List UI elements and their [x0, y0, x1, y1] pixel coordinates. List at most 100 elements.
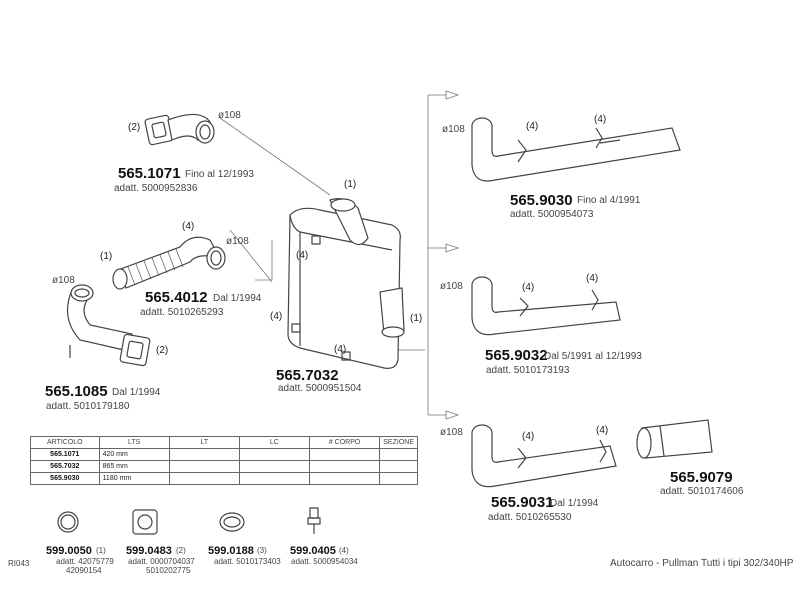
table-row: 565.7032 865 mm: [30, 460, 418, 473]
clamp-icon: [58, 512, 78, 532]
callout-9031-b: (4): [596, 425, 609, 436]
callout-9032-b: (4): [586, 273, 599, 284]
part-565-4012-drawing: [113, 237, 225, 289]
gasket-icon: [133, 510, 157, 534]
part-number-565-9030: 565.9030: [510, 192, 573, 209]
accessory-adatt-2: 42090154: [66, 566, 102, 575]
part-565-9032-drawing: [472, 277, 620, 335]
part-565-9031-drawing: [472, 425, 616, 487]
accessory-adatt: adatt. 0000704037: [128, 557, 195, 566]
part-number-565-9032: 565.9032: [485, 347, 548, 364]
spec-table: ARTICOLO LTS LT LC # CORPO SEZIONE 565.1…: [30, 436, 418, 485]
adatt-565-1071: adatt. 5000952836: [114, 183, 198, 194]
callout-9032-a: (4): [522, 282, 535, 293]
callout-7032-left: (4): [296, 250, 309, 261]
col-header: ARTICOLO: [30, 436, 100, 449]
callout-9030-b: (4): [594, 114, 607, 125]
accessory-adatt: adatt. 5010173403: [214, 557, 281, 566]
note-565-9032: Dal 5/1991 al 12/1993: [544, 351, 642, 362]
diameter-9031: ø108: [440, 427, 463, 438]
col-header: # CORPO: [308, 436, 381, 449]
footer-caption: Autocarro - Pullman Tutti i tipi 302/340…: [610, 558, 794, 569]
accessory-ref: (4): [339, 546, 349, 555]
table-cell: [168, 472, 240, 485]
note-565-1085: Dal 1/1994: [112, 387, 161, 398]
accessory-ref: (1): [96, 546, 106, 555]
table-row: 565.9030 1180 mm: [30, 472, 418, 485]
band-clamp-icon: [220, 513, 244, 531]
table-cell: [168, 448, 240, 461]
accessory-ref: (2): [176, 546, 186, 555]
accessory-adatt: adatt. 42075779: [56, 557, 114, 566]
note-565-1071: Fino al 12/1993: [185, 169, 254, 180]
table-cell: [238, 460, 310, 473]
note-565-4012: Dal 1/1994: [213, 293, 262, 304]
diameter-1071: ø108: [218, 110, 241, 121]
accessory-adatt-2: 5010202775: [146, 566, 191, 575]
table-cell: 565.7032: [30, 460, 100, 473]
part-number-565-7032: 565.7032: [276, 367, 339, 384]
table-cell: [379, 460, 418, 473]
table-cell: [379, 472, 418, 485]
callout-4012-left: (1): [100, 251, 113, 262]
callout-1085-flange: (2): [156, 345, 169, 356]
table-cell: [379, 448, 418, 461]
col-header: SEZIONE: [379, 436, 418, 449]
table-cell: [168, 460, 240, 473]
part-number-565-1085: 565.1085: [45, 383, 108, 400]
table-cell: 420 mm: [98, 448, 170, 461]
adatt-565-7032: adatt. 5000951504: [278, 383, 362, 394]
table-cell: [308, 472, 381, 485]
connector-lines: [220, 95, 458, 415]
table-cell: [308, 460, 381, 473]
table-cell: [308, 448, 381, 461]
adatt-565-9079: adatt. 5010174606: [660, 486, 744, 497]
part-number-565-4012: 565.4012: [145, 289, 208, 306]
part-565-9079-drawing: [637, 420, 712, 458]
accessory-number: 599.0483: [126, 545, 172, 557]
accessory-number: 599.0405: [290, 545, 336, 557]
spec-table-header: ARTICOLO LTS LT LC # CORPO SEZIONE: [30, 436, 418, 449]
diameter-9032: ø108: [440, 281, 463, 292]
callout-9030-a: (4): [526, 121, 539, 132]
callout-9031-a: (4): [522, 431, 535, 442]
accessory-number: 599.0050: [46, 545, 92, 557]
diameter-9030: ø108: [442, 124, 465, 135]
adatt-565-9031: adatt. 5010265530: [488, 512, 572, 523]
callout-7032-top: (1): [344, 179, 357, 190]
table-cell: 565.1071: [30, 448, 100, 461]
part-565-1085-drawing: [68, 285, 151, 366]
branch-arrows: [446, 91, 458, 419]
note-565-9030: Fino al 4/1991: [577, 195, 641, 206]
diameter-4012: ø108: [226, 236, 249, 247]
table-cell: 1180 mm: [98, 472, 170, 485]
adatt-565-1085: adatt. 5010179180: [46, 401, 130, 412]
bolt-icon: [308, 508, 320, 534]
footer-code: RI043: [8, 559, 30, 568]
table-row: 565.1071 420 mm: [30, 448, 418, 461]
col-header: LTS: [98, 436, 170, 449]
table-cell: 565.9030: [30, 472, 100, 485]
table-cell: [238, 472, 310, 485]
part-number-565-9031: 565.9031: [491, 494, 554, 511]
callout-4012-top: (4): [182, 221, 195, 232]
callout-1071-flange: (2): [128, 122, 141, 133]
part-565-1071-drawing: [145, 114, 214, 145]
part-565-9030-drawing: [472, 118, 680, 181]
accessory-number: 599.0188: [208, 545, 254, 557]
adatt-565-9032: adatt. 5010173193: [486, 365, 570, 376]
note-565-9031: Dal 1/1994: [550, 498, 599, 509]
part-number-565-1071: 565.1071: [118, 165, 181, 182]
callout-7032-bottom: (4): [334, 344, 347, 355]
col-header: LT: [168, 436, 240, 449]
adatt-565-9030: adatt. 5000954073: [510, 209, 594, 220]
accessory-adatt: adatt. 5000954034: [291, 557, 358, 566]
callout-7032-low-left: (4): [270, 311, 283, 322]
diameter-1085: ø108: [52, 275, 75, 286]
col-header: LC: [238, 436, 310, 449]
table-cell: 865 mm: [98, 460, 170, 473]
accessory-ref: (3): [257, 546, 267, 555]
table-cell: [238, 448, 310, 461]
